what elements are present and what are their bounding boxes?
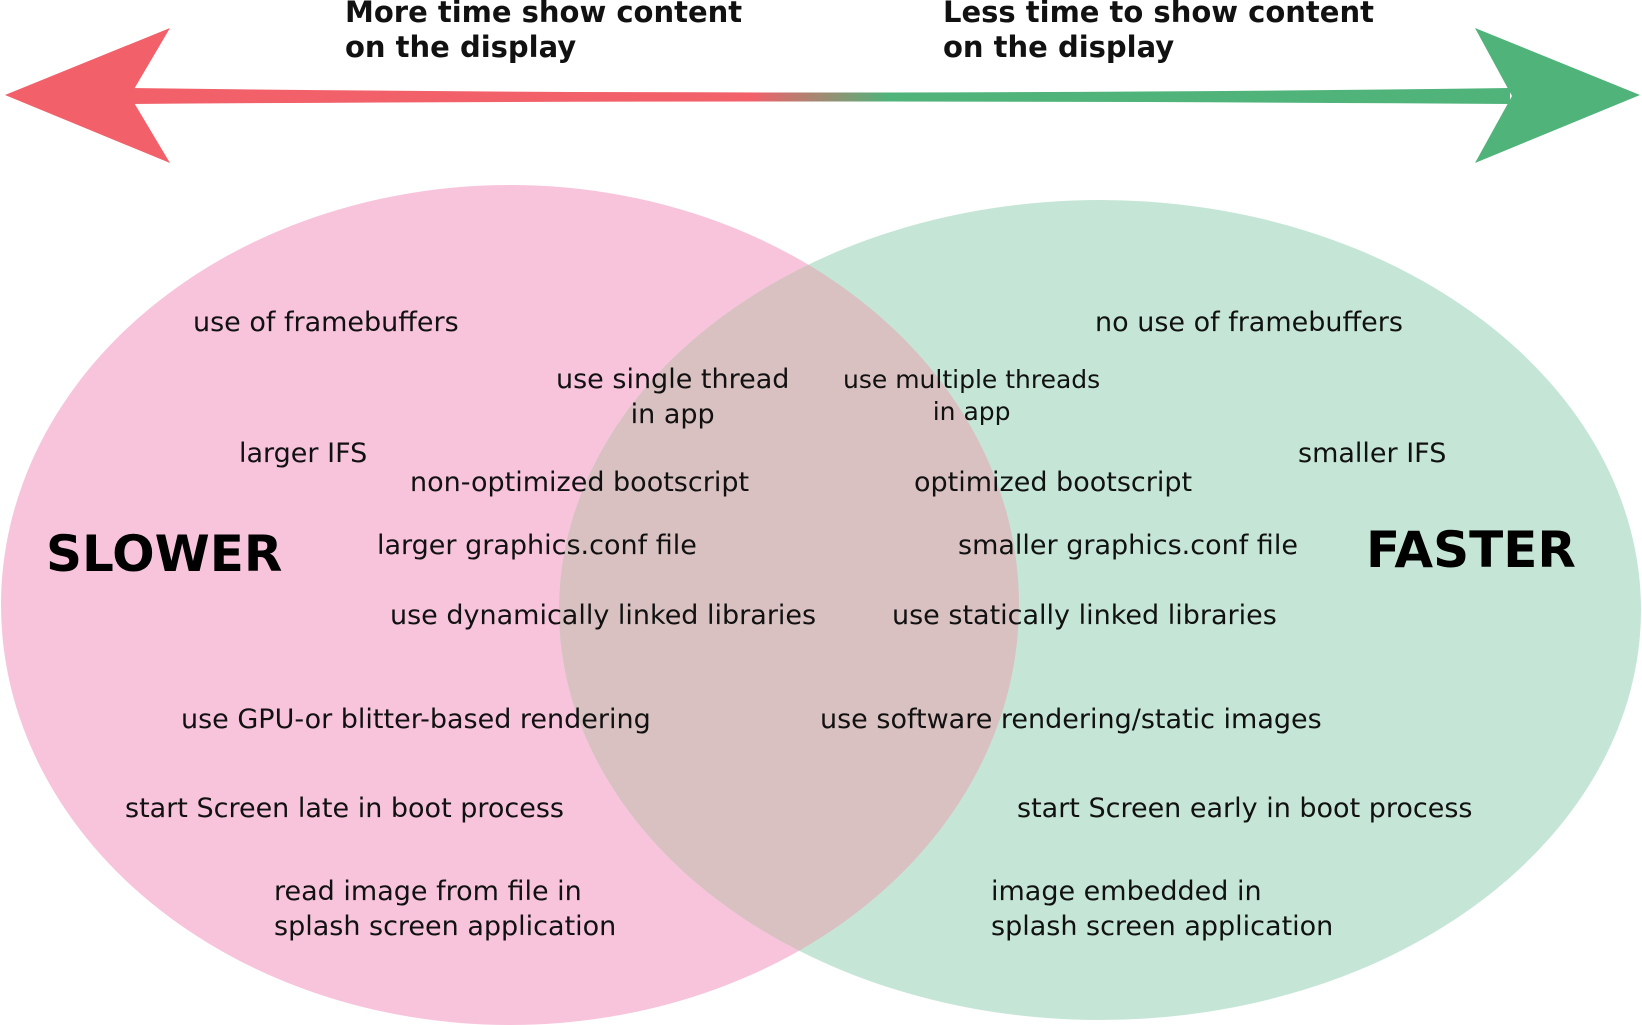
left-caption-line-2: on the display bbox=[345, 30, 577, 64]
slower-item-late-screen: start Screen late in boot process bbox=[125, 793, 565, 824]
overlap-item-multiple-threads: use multiple threads in app bbox=[843, 364, 1100, 428]
right-arrow-caption: Less time to show content on the display bbox=[943, 0, 1374, 65]
left-caption-line-1: More time show content bbox=[345, 0, 743, 29]
text-line: in app bbox=[630, 399, 715, 430]
text-line: use multiple threads bbox=[843, 365, 1101, 394]
overlap-item-smaller-graphics-conf: smaller graphics.conf file bbox=[958, 530, 1298, 561]
overlap-item-non-optimized-bootscript: non-optimized bootscript bbox=[410, 467, 750, 498]
left-arrow-caption: More time show content on the display bbox=[345, 0, 742, 65]
overlap-item-static-libraries: use statically linked libraries bbox=[892, 600, 1277, 631]
slower-item-read-image: read image from file in splash screen app… bbox=[274, 874, 616, 944]
right-caption-line-1: Less time to show content bbox=[943, 0, 1374, 29]
right-arrowhead-icon bbox=[1475, 28, 1640, 163]
faster-item-early-screen: start Screen early in boot process bbox=[1017, 793, 1473, 824]
overlap-region bbox=[559, 200, 1019, 1020]
text-line: image embedded in bbox=[991, 876, 1262, 907]
faster-item-image-embedded: image embedded in splash screen applicati… bbox=[991, 874, 1333, 944]
overlap-item-dynamic-libraries: use dynamically linked libraries bbox=[390, 600, 817, 631]
text-line: in app bbox=[932, 397, 1011, 426]
right-caption-line-2: on the display bbox=[943, 30, 1175, 64]
slower-item-framebuffers: use of framebuffers bbox=[193, 307, 459, 338]
faster-item-smaller-ifs: smaller IFS bbox=[1298, 438, 1447, 469]
text-line: use single thread bbox=[556, 364, 790, 395]
overlap-item-software-rendering: use software rendering/static images bbox=[820, 704, 1322, 735]
arrow-shaft bbox=[130, 88, 1510, 104]
overlap-item-optimized-bootscript: optimized bootscript bbox=[914, 467, 1193, 498]
faster-label: FASTER bbox=[1366, 521, 1576, 579]
overlap-item-larger-graphics-conf: larger graphics.conf file bbox=[377, 530, 697, 561]
left-arrowhead-icon bbox=[5, 28, 170, 163]
faster-item-no-framebuffers: no use of framebuffers bbox=[1095, 307, 1403, 338]
overlap-item-single-thread: use single thread in app bbox=[556, 362, 789, 432]
text-line: splash screen application bbox=[991, 911, 1334, 942]
slower-item-gpu-rendering: use GPU-or blitter-based rendering bbox=[181, 704, 651, 735]
slower-item-ifs: larger IFS bbox=[239, 438, 368, 469]
text-line: read image from file in bbox=[274, 876, 582, 907]
text-line: splash screen application bbox=[274, 911, 617, 942]
slower-label: SLOWER bbox=[46, 525, 283, 583]
